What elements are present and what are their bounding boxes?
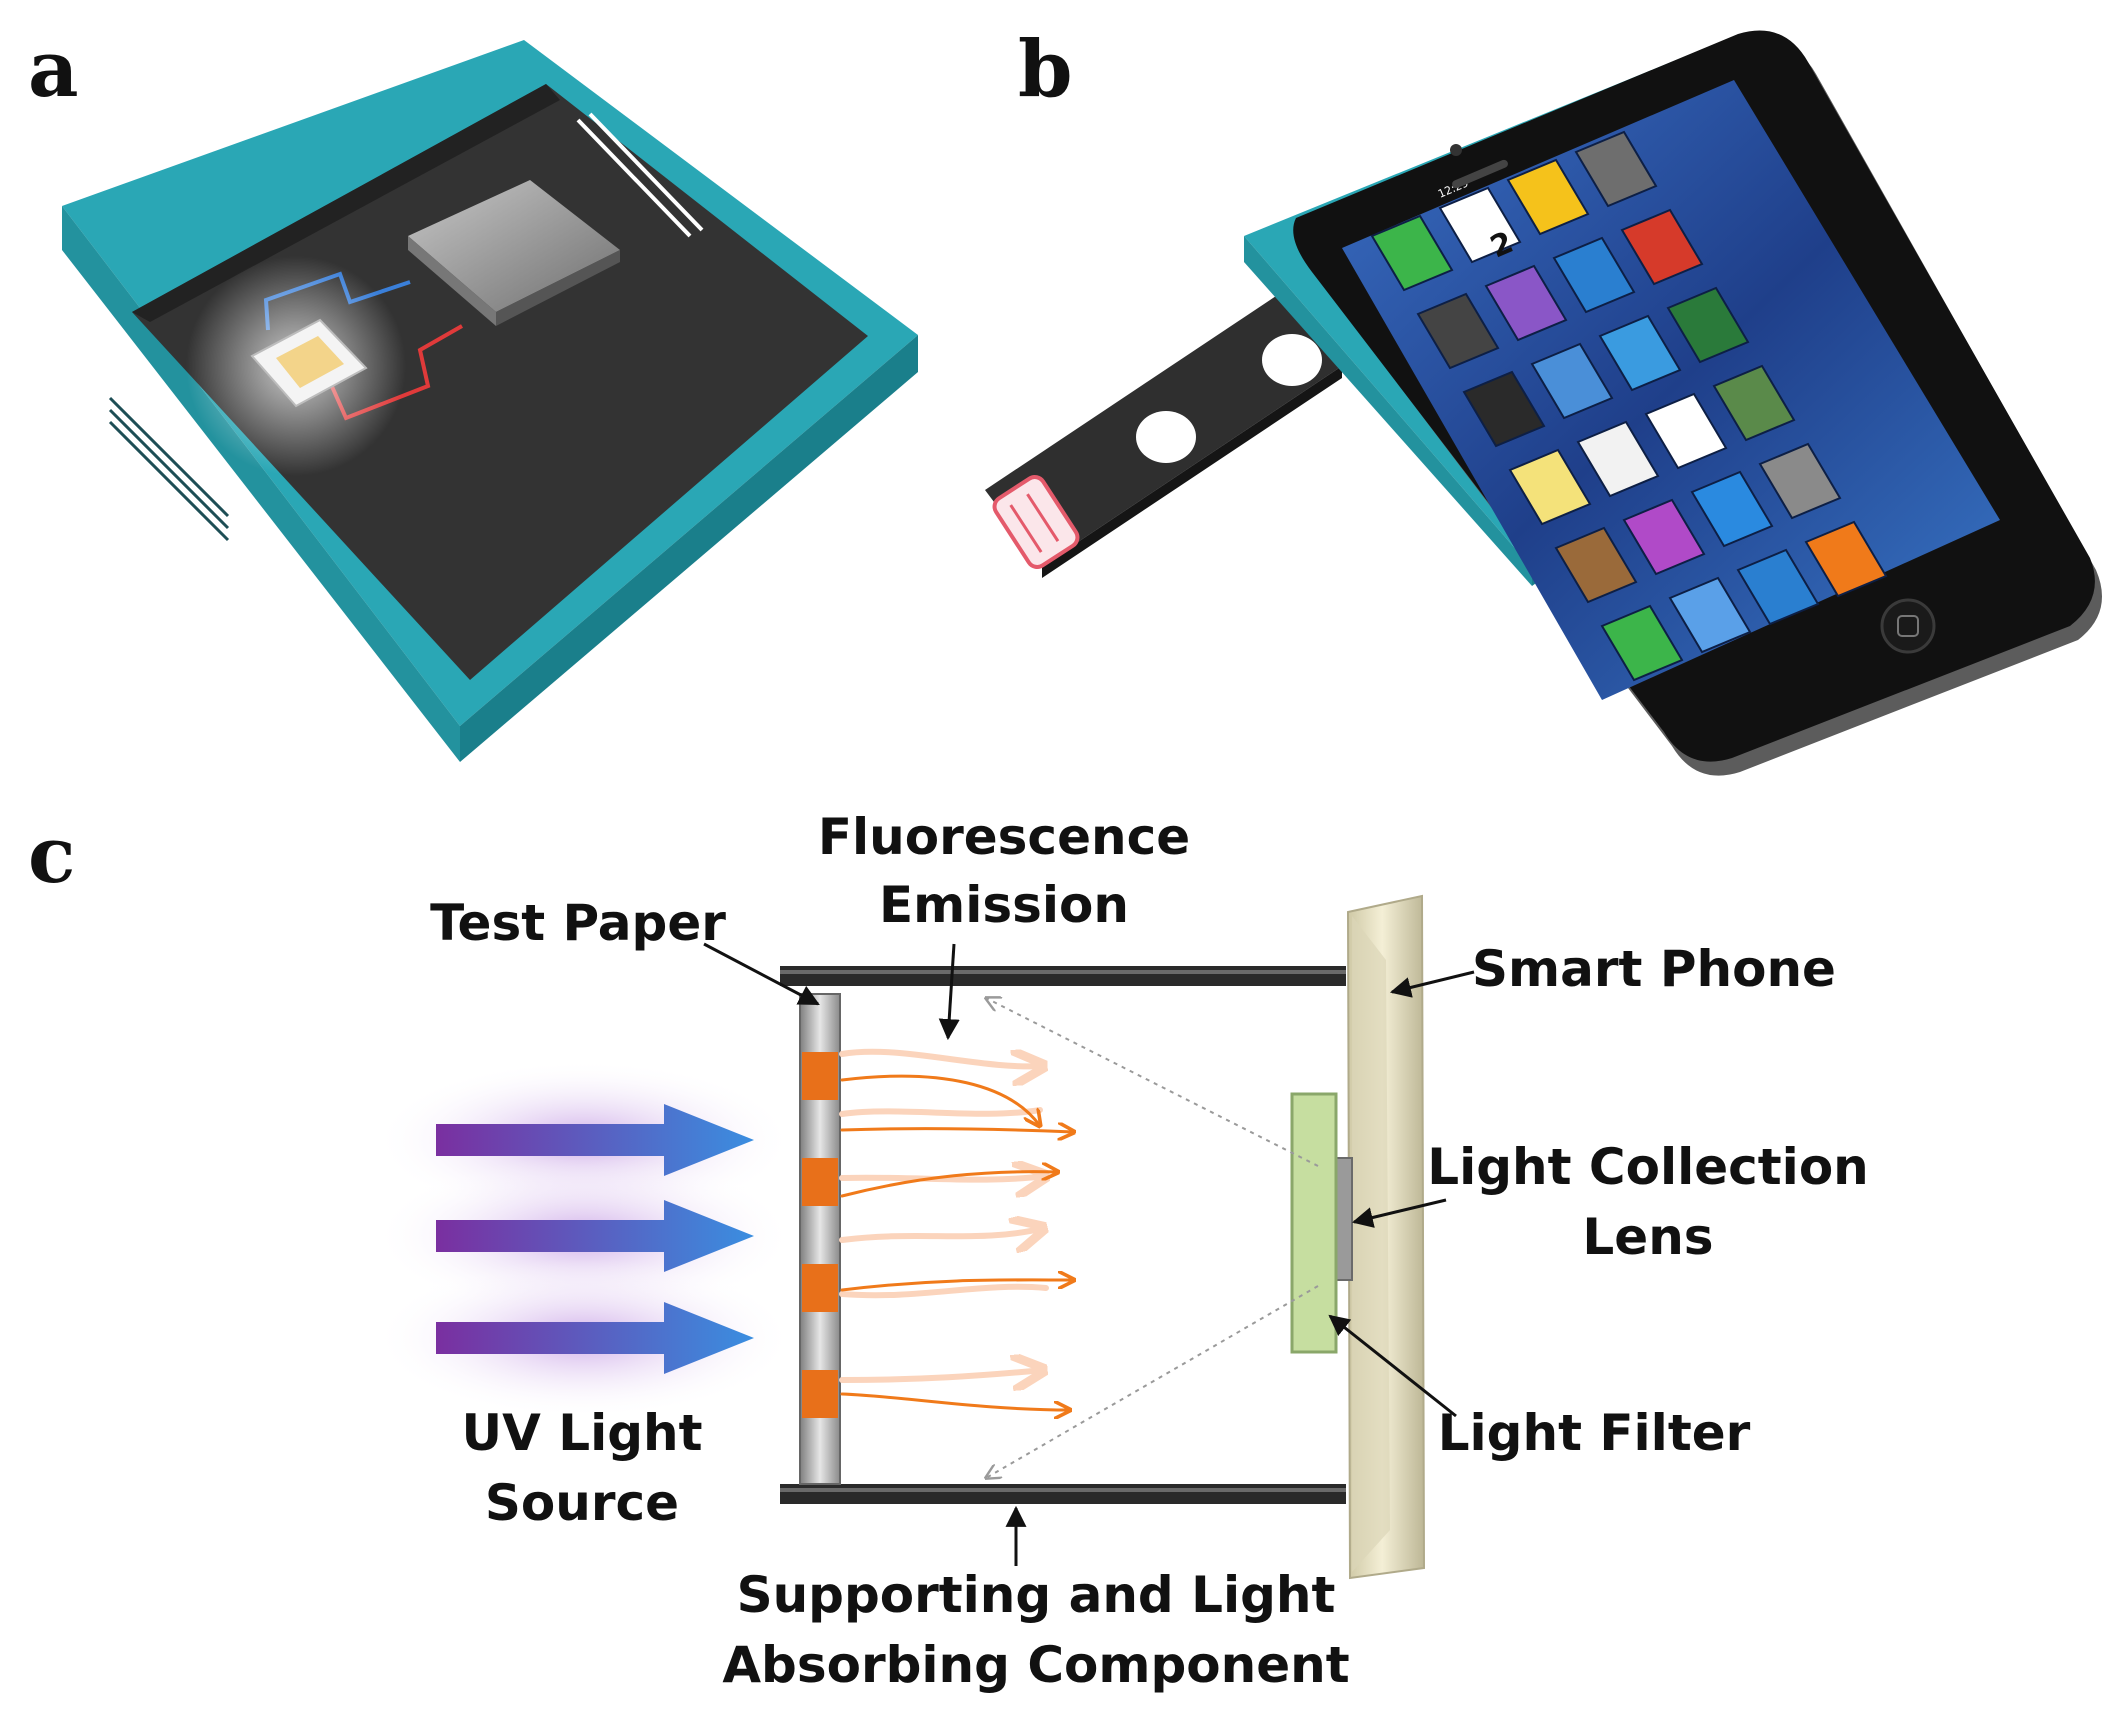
marketwatch-icon <box>1620 208 1704 286</box>
strip-window-1 <box>1136 411 1196 463</box>
maps-icon <box>1530 342 1614 420</box>
label-fluorescence-line2: Emission <box>879 876 1129 934</box>
phone-icon <box>1600 604 1684 682</box>
label-fluorescence-line1: Fluorescence <box>818 808 1190 866</box>
tray-case-left <box>62 206 460 762</box>
smartphone: 12:29 2 <box>1293 30 2102 776</box>
device-tray <box>62 40 918 762</box>
battery <box>408 180 620 326</box>
strip-slot <box>576 112 704 238</box>
test-spot-1 <box>802 1052 838 1100</box>
calendar-icon <box>1438 186 1522 264</box>
itunes-icon <box>1622 498 1706 576</box>
strip-sample-pad <box>992 475 1080 569</box>
label-smart-phone: Smart Phone <box>1472 940 1836 998</box>
support-rail-bottom <box>780 1484 1346 1504</box>
label-support-line1: Supporting and Light <box>737 1566 1336 1624</box>
uv-light-arrows <box>374 1060 794 1418</box>
music-icon <box>1804 520 1888 598</box>
mail-icon <box>1668 576 1752 654</box>
uv-arrow-1 <box>436 1104 754 1176</box>
shazam-icon <box>1552 236 1636 314</box>
strip-window-2 <box>1262 334 1322 386</box>
panel-b-letter: b <box>1018 24 1073 115</box>
label-lens-line2: Lens <box>1582 1208 1713 1266</box>
light-path-lines <box>986 998 1319 1478</box>
game-center-icon <box>1712 364 1796 442</box>
tray-case-front <box>460 335 918 762</box>
panel-b: b 12:29 <box>985 24 2102 776</box>
test-spot-4 <box>802 1370 838 1418</box>
clock-icon <box>1644 392 1728 470</box>
weather-icon <box>1598 314 1682 392</box>
home-button <box>1880 598 1936 654</box>
tray-inner <box>132 84 868 680</box>
lifestyle-icon <box>1416 292 1500 370</box>
safari-icon <box>1736 548 1820 626</box>
light-filter <box>1290 1092 1338 1354</box>
label-uv-line2: Source <box>485 1474 679 1532</box>
label-light-filter: Light Filter <box>1438 1404 1751 1462</box>
test-spot-3 <box>802 1264 838 1312</box>
notes-icon <box>1508 448 1592 526</box>
passbook-icon <box>1666 286 1750 364</box>
led <box>250 318 368 408</box>
omnifocus-icon <box>1484 264 1568 342</box>
settings-icon <box>1758 442 1842 520</box>
app-store-icon <box>1690 470 1774 548</box>
videos-icon <box>1462 370 1546 448</box>
tray-inner-wall <box>132 84 560 322</box>
uv-arrow-2 <box>436 1200 754 1272</box>
label-uv-line1: UV Light <box>462 1404 703 1462</box>
newsstand-icon <box>1554 526 1638 604</box>
panel-a-letter: a <box>28 24 79 115</box>
panel-a: a <box>28 24 918 762</box>
label-test-paper: Test Paper <box>430 894 726 952</box>
phone-speaker <box>1452 159 1508 189</box>
smart-phone-bar <box>1346 894 1426 1580</box>
panel-c: c <box>28 808 1869 1694</box>
label-support-line2: Absorbing Component <box>722 1636 1349 1694</box>
phone-front-camera <box>1450 144 1462 156</box>
fluorescence-arrows <box>839 1052 1074 1410</box>
support-rail-top <box>780 966 1346 986</box>
panel-c-letter: c <box>28 810 76 901</box>
test-paper <box>799 993 841 1485</box>
callout-arrows <box>703 942 1475 1566</box>
label-lens-line1: Light Collection <box>1427 1138 1869 1196</box>
photos-icon <box>1506 158 1590 236</box>
reminders-icon <box>1576 420 1660 498</box>
uv-arrow-3 <box>436 1302 754 1374</box>
messages-icon <box>1370 214 1454 292</box>
test-strip <box>985 288 1342 578</box>
camera-icon <box>1574 130 1658 208</box>
app-icon-grid <box>1370 130 1888 682</box>
test-spot-2 <box>802 1158 838 1206</box>
tray-vent-slots <box>108 396 230 542</box>
